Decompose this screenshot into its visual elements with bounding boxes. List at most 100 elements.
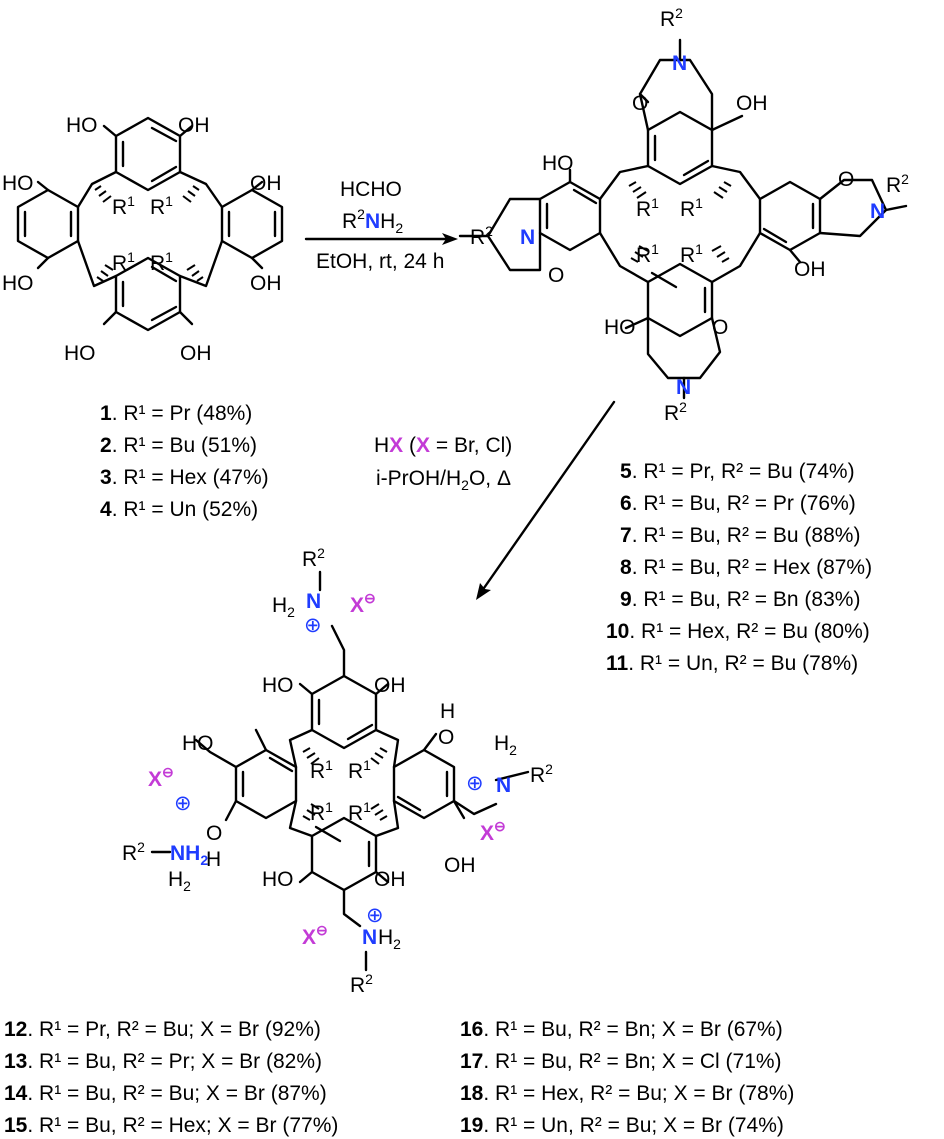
svg-text:R2: R2	[886, 171, 909, 197]
oh-label: OH	[736, 92, 768, 115]
compound-entry: 19. R¹ = Un, R² = Bu; X = Br (74%)	[460, 1114, 784, 1137]
svg-text:R2: R2	[350, 971, 373, 997]
halide-ion: X⊖	[302, 922, 328, 949]
plus-charge: ⊕	[366, 904, 384, 927]
svg-text:R1: R1	[636, 241, 659, 267]
oxygen-atom: O	[632, 92, 648, 115]
ammonium-nitrogen: N	[362, 926, 377, 949]
oh-label: OH	[250, 172, 282, 195]
oh-label: HO	[2, 172, 34, 195]
halide-ion: X⊖	[350, 590, 376, 617]
oxygen-atom: O	[548, 264, 564, 287]
nitrogen-atom: N	[672, 52, 687, 75]
reagent-acid: HX (X = Br, Cl)	[374, 434, 512, 457]
reaction-arrow-1: HCHO R2NH2 EtOH, rt, 24 h	[304, 178, 458, 273]
oh-label: OH	[374, 868, 406, 891]
oh-label: HO	[2, 272, 34, 295]
oh-label: O	[438, 726, 454, 749]
plus-charge: ⊕	[174, 792, 192, 815]
svg-text:R2: R2	[664, 399, 687, 425]
oh-label: OH	[250, 272, 282, 295]
svg-text:R2: R2	[122, 839, 145, 865]
compound-entry: 12. R¹ = Pr, R² = Bu; X = Br (92%)	[4, 1018, 321, 1041]
ammonium-nitrogen: NH2	[170, 842, 208, 868]
nitrogen-atom: N	[870, 200, 885, 223]
svg-text:R1: R1	[150, 193, 173, 219]
compound-entry: 15. R¹ = Bu, R² = Hex; X = Br (77%)	[4, 1114, 338, 1137]
compound-entry: 9. R¹ = Bu, R² = Bn (83%)	[620, 588, 860, 611]
reagent-hcho: HCHO	[340, 178, 402, 201]
oh-label: OH	[374, 674, 406, 697]
h-label: H	[206, 848, 221, 871]
compound-entry: 4. R¹ = Un (52%)	[100, 498, 258, 521]
benzoxazine-structure: R2 N O OH HO O N R2 R2 N O OH HO O N R2 …	[458, 5, 909, 425]
compound-entry: 13. R¹ = Bu, R² = Pr; X = Br (82%)	[4, 1050, 322, 1073]
oh-label: OH	[444, 854, 476, 877]
compound-entry: 18. R¹ = Hex, R² = Bu; X = Br (78%)	[460, 1082, 794, 1105]
oh-label: HO	[542, 152, 574, 175]
oh-label: OH	[178, 114, 210, 137]
compound-entry: 6. R¹ = Bu, R² = Pr (76%)	[620, 492, 856, 515]
ammonium-salt-structure: R2 H2 N ⊕ X⊖ HO OH HO X⊖ ⊕ R2 NH2 H2 O H…	[122, 545, 553, 997]
compound-entry: 11. R¹ = Un, R² = Bu (78%)	[606, 652, 858, 675]
svg-text:R2: R2	[660, 5, 683, 31]
svg-text:R1: R1	[310, 757, 333, 783]
svg-text:R1: R1	[112, 193, 135, 219]
resorcinarene-structure: HO OH HO HO OH OH HO OH R1 R1 R1 R1	[2, 114, 284, 365]
compound-entry: 8. R¹ = Bu, R² = Hex (87%)	[620, 556, 872, 579]
oh-label: HO	[262, 868, 294, 891]
oh-label: HO	[604, 316, 636, 339]
h-label: H	[440, 700, 455, 723]
oh-label: OH	[794, 258, 826, 281]
compound-entry: 16. R¹ = Bu, R² = Bn; X = Br (67%)	[460, 1018, 783, 1041]
compound-list-5-11: 5. R¹ = Pr, R² = Bu (74%) 6. R¹ = Bu, R² …	[606, 460, 872, 675]
compound-entry: 2. R¹ = Bu (51%)	[100, 434, 257, 457]
reaction-arrow-2: HX (X = Br, Cl) i-PrOH/H2O, Δ	[374, 400, 616, 600]
oh-label: O	[206, 822, 222, 845]
reaction-conditions-2: i-PrOH/H2O, Δ	[376, 467, 511, 493]
svg-text:R1: R1	[310, 799, 333, 825]
plus-charge: ⊕	[466, 772, 484, 795]
compound-entry: 10. R¹ = Hex, R² = Bu (80%)	[606, 620, 870, 643]
compound-entry: 3. R¹ = Hex (47%)	[100, 466, 269, 489]
compound-entry: 5. R¹ = Pr, R² = Bu (74%)	[620, 460, 855, 483]
compound-entry: 14. R¹ = Bu, R² = Bu; X = Br (87%)	[4, 1082, 327, 1105]
ammonium-nitrogen: N	[306, 590, 321, 613]
svg-text:R2: R2	[470, 223, 493, 249]
svg-text:R1: R1	[636, 195, 659, 221]
halide-ion: X⊖	[480, 818, 506, 845]
compound-list-16-19: 16. R¹ = Bu, R² = Bn; X = Br (67%) 17. R¹…	[460, 1018, 794, 1137]
svg-text:R2: R2	[530, 761, 553, 787]
oh-label: HO	[64, 342, 96, 365]
svg-text:R1: R1	[150, 249, 173, 275]
svg-text:H2: H2	[168, 868, 191, 894]
svg-text:R1: R1	[348, 757, 371, 783]
compound-list-12-15: 12. R¹ = Pr, R² = Bu; X = Br (92%) 13. R¹…	[4, 1018, 338, 1137]
oh-label: HO	[262, 674, 294, 697]
oh-label: OH	[180, 342, 212, 365]
compound-entry: 17. R¹ = Bu, R² = Bn; X = Cl (71%)	[460, 1050, 782, 1073]
svg-text:H2: H2	[272, 594, 295, 620]
svg-text:R1: R1	[680, 241, 703, 267]
nitrogen-atom: N	[676, 376, 691, 399]
svg-text:H2: H2	[378, 926, 401, 952]
oh-label: HO	[66, 114, 98, 137]
oxygen-atom: O	[838, 168, 854, 191]
compound-entry: 1. R¹ = Pr (48%)	[100, 402, 252, 425]
reagent-amine: R2NH2	[342, 206, 403, 236]
compound-list-1-4: 1. R¹ = Pr (48%) 2. R¹ = Bu (51%) 3. R¹ = …	[100, 402, 269, 521]
svg-text:R2: R2	[302, 545, 325, 571]
svg-text:R1: R1	[680, 195, 703, 221]
oh-label: HO	[182, 732, 214, 755]
plus-charge: ⊕	[304, 614, 322, 637]
svg-text:R1: R1	[112, 249, 135, 275]
nitrogen-atom: N	[520, 226, 535, 249]
compound-entry: 7. R¹ = Bu, R² = Bu (88%)	[620, 524, 860, 547]
halide-ion: X⊖	[148, 764, 174, 791]
svg-text:H2: H2	[494, 732, 517, 758]
svg-text:R1: R1	[348, 799, 371, 825]
reaction-conditions-1: EtOH, rt, 24 h	[316, 250, 444, 273]
oxygen-atom: O	[712, 316, 728, 339]
ammonium-nitrogen: N	[496, 774, 511, 797]
